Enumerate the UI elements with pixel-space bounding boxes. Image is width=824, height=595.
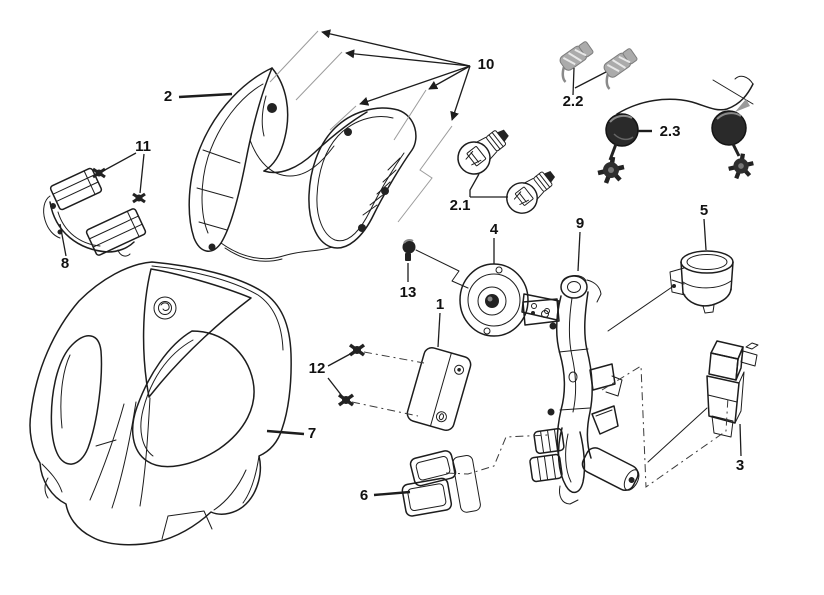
leader-line-9 <box>577 231 581 272</box>
front-cover-7 <box>29 261 305 546</box>
screw-12-a <box>348 343 366 357</box>
turn-signal-lamp-right <box>711 110 747 146</box>
callout-label-7: 7 <box>308 425 316 442</box>
horn-4 <box>459 238 560 337</box>
callout-label-10: 10 <box>478 56 495 73</box>
callout-label-13: 13 <box>400 284 417 301</box>
leader-line-5 <box>703 218 707 251</box>
callout-label-2-1: 2.1 <box>450 197 471 214</box>
leader-line-2 <box>178 92 233 99</box>
leader-line-8 <box>59 223 67 257</box>
control-unit-3 <box>647 340 759 463</box>
relay-canister-5 <box>607 218 734 332</box>
turn-signal-socket-left <box>597 156 625 184</box>
leader-line-11 <box>102 152 145 194</box>
leader-line-3 <box>739 423 742 457</box>
harness-guide-lines <box>445 365 729 488</box>
callout-label-6: 6 <box>360 487 368 504</box>
callout-label-2-2: 2.2 <box>563 93 584 110</box>
callout-label-4: 4 <box>490 221 499 238</box>
leader-line-2-2 <box>572 67 575 96</box>
callout-label-12: 12 <box>309 360 326 377</box>
control-unit-1 <box>406 312 472 431</box>
turn-signal-lamps-2-3 <box>597 75 754 184</box>
callout-label-2-3: 2.3 <box>660 123 681 140</box>
bolt-13 <box>402 238 469 289</box>
callout-label-2: 2 <box>164 88 172 105</box>
bulbs-2-1 <box>457 129 556 214</box>
leader-line-6 <box>373 490 411 497</box>
bulb-sockets-2-2 <box>559 41 638 96</box>
headlight-unit <box>178 67 417 262</box>
leader-line-7 <box>266 429 305 436</box>
screw-11-b <box>132 192 146 204</box>
callout-label-11: 11 <box>135 138 151 155</box>
leader-line-12 <box>327 352 353 397</box>
callout-label-8: 8 <box>61 255 69 272</box>
emblem <box>153 296 177 320</box>
turn-signal-socket-right <box>728 153 754 180</box>
garnish-bracket-8 <box>43 167 147 257</box>
stay-bracket-9 <box>522 231 640 505</box>
leader-line-2-1 <box>469 173 480 197</box>
connector-blocks-6 <box>373 450 481 517</box>
screw-11-a <box>92 167 106 179</box>
callout-label-1: 1 <box>436 296 444 313</box>
callout-labels: 1 2 2.1 2.2 2.3 3 4 5 6 7 8 9 10 11 12 1… <box>61 56 744 504</box>
callout-arrows-10 <box>269 29 471 223</box>
turn-signal-lamp-left <box>605 113 639 147</box>
screws-11 <box>92 152 146 204</box>
callout-label-9: 9 <box>576 215 584 232</box>
callout-label-3: 3 <box>736 457 744 474</box>
screws-12 <box>327 343 425 417</box>
leader-line-1 <box>437 312 441 348</box>
callout-label-5: 5 <box>700 202 708 219</box>
screw-12-b <box>337 393 355 407</box>
